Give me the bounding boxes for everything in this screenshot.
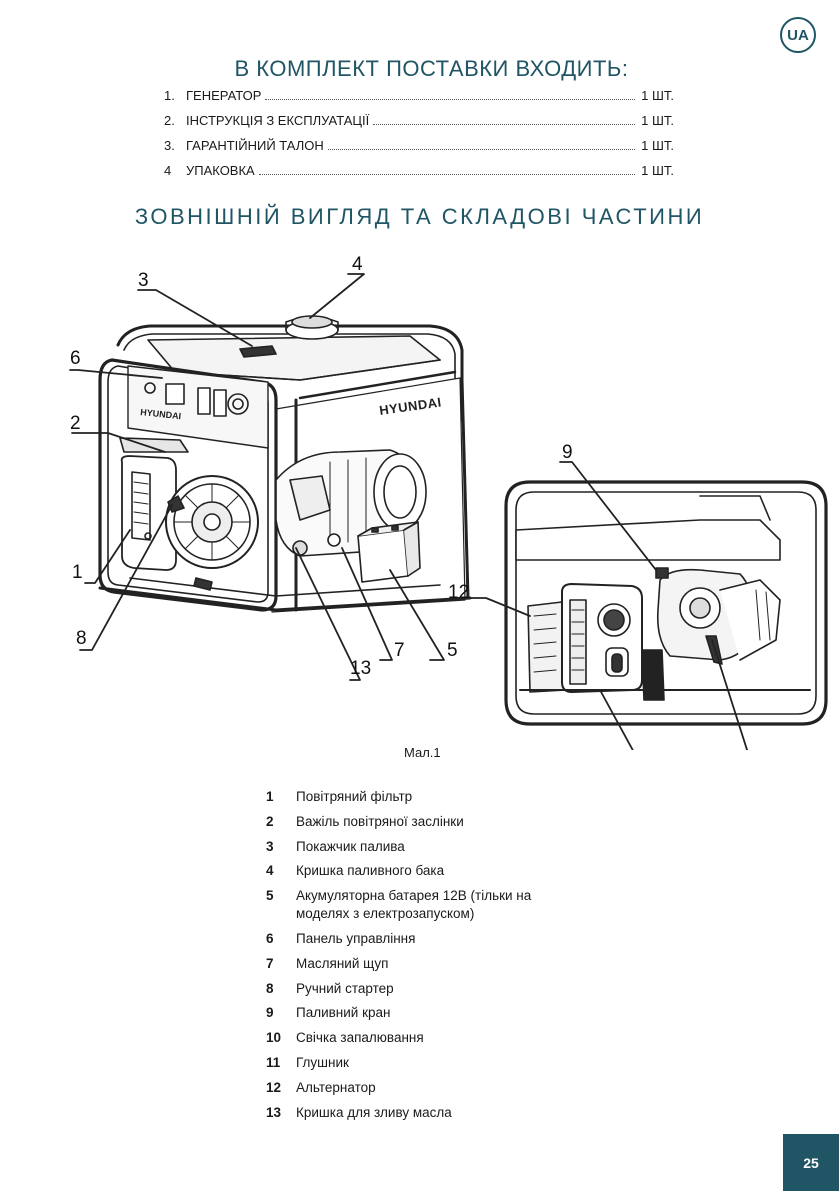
list-item: 4 УПАКОВКА 1 ШТ. [164, 163, 674, 188]
legend-text: Акумуляторна батарея 12В (тільки на моде… [296, 888, 532, 922]
legend-number: 3 [266, 838, 274, 854]
fuel-cap [285, 315, 339, 340]
list-item: 11 Глушник [266, 1054, 586, 1072]
item-name: УПАКОВКА [186, 163, 255, 178]
air-filter [120, 455, 177, 571]
legend-text: Паливний кран [296, 1005, 391, 1021]
legend-text: Покажчик палива [296, 838, 405, 854]
legend-text: Ручний стартер [296, 980, 394, 996]
callout-13: 13 [350, 658, 371, 679]
legend-text: Масляний щуп [296, 955, 389, 971]
list-item: 2. ІНСТРУКЦІЯ З ЕКСПЛУАТАЦІЇ 1 ШТ. [164, 113, 674, 138]
legend-number: 8 [266, 980, 274, 996]
callout-4: 4 [352, 254, 363, 275]
list-item: 1 Повітряний фільтр [266, 788, 586, 806]
dot-leader [265, 98, 636, 100]
item-number: 4 [164, 163, 172, 178]
legend-number: 4 [266, 863, 274, 879]
legend-text: Повітряний фільтр [296, 789, 413, 804]
legend-number: 7 [266, 955, 274, 971]
legend-number: 5 [266, 888, 274, 904]
list-item: 13 Кришка для зливу масла [266, 1104, 586, 1122]
battery [357, 521, 421, 583]
item-number: 2. [164, 113, 175, 128]
item-name: ГЕНЕРАТОР [186, 88, 262, 103]
legend-number: 11 [266, 1054, 281, 1070]
alternator [527, 601, 567, 693]
section-title: ЗОВНІШНІЙ ВИГЛЯД ТА СКЛАДОВІ ЧАСТИНИ [134, 204, 705, 229]
parts-legend: 1 Повітряний фільтр 2 Важіль повітряної за… [266, 788, 586, 1128]
legend-number: 1 [266, 789, 274, 804]
callout-3: 3 [138, 270, 149, 291]
callout-5: 5 [447, 640, 458, 661]
legend-text: Глушник [296, 1054, 349, 1070]
legend-text: Важіль повітряної заслінки [296, 813, 464, 829]
list-item: 2 Важіль повітряної заслінки [266, 813, 586, 831]
legend-text: Кришка паливного бака [296, 863, 445, 879]
legend-number: 6 [266, 930, 274, 946]
list-item: 5 Акумуляторна батарея 12В (тільки на мод… [266, 887, 586, 923]
list-item: 3. ГАРАНТІЙНИЙ ТАЛОН 1 ШТ. [164, 138, 674, 163]
muffler [561, 583, 643, 693]
callout-8: 8 [76, 628, 87, 649]
legend-number: 2 [266, 813, 274, 829]
list-item: 4 Кришка паливного бака [266, 862, 586, 880]
item-quantity: 1 ШТ. [641, 163, 674, 178]
item-name: ІНСТРУКЦІЯ З ЕКСПЛУАТАЦІЇ [186, 113, 370, 128]
page-number: 25 [783, 1134, 839, 1191]
list-item: 1. ГЕНЕРАТОР 1 ШТ. [164, 88, 674, 113]
callout-2: 2 [70, 413, 81, 434]
dot-leader [373, 123, 636, 125]
legend-text: Свічка запалювання [296, 1030, 424, 1046]
list-item: 8 Ручний стартер [266, 980, 586, 998]
item-quantity: 1 ШТ. [641, 138, 674, 153]
callout-9: 9 [562, 442, 573, 463]
list-item: 7 Масляний щуп [266, 955, 586, 973]
control-panel: HYUNDAI [127, 365, 269, 449]
callout-7: 7 [394, 640, 405, 661]
item-quantity: 1 ШТ. [641, 113, 674, 128]
list-item: 3 Покажчик палива [266, 838, 586, 856]
generator-front-view: HYUNDAI HYUNDAI [98, 315, 472, 613]
panel-brand-label: HYUNDAI [140, 407, 182, 421]
list-item: 12 Альтернатор [266, 1079, 586, 1097]
list-item: 10 Свічка запалювання [266, 1029, 586, 1047]
callout-11-12-label: 12 [448, 582, 469, 603]
dot-leader [327, 148, 636, 150]
legend-number: 9 [266, 1005, 274, 1021]
item-name: ГАРАНТІЙНИЙ ТАЛОН [186, 138, 324, 153]
legend-text: Кришка для зливу масла [296, 1104, 452, 1120]
item-number: 1. [164, 88, 175, 103]
item-quantity: 1 ШТ. [641, 88, 674, 103]
delivery-title: В КОМПЛЕКТ ПОСТАВКИ ВХОДИТЬ: [234, 56, 629, 81]
legend-text: Альтернатор [296, 1079, 376, 1095]
item-number: 3. [164, 138, 175, 153]
legend-number: 10 [266, 1030, 282, 1046]
callout-1: 1 [72, 562, 83, 583]
callout-6: 6 [70, 348, 81, 369]
list-item: 6 Панель управління [266, 930, 586, 948]
callout-leaders [69, 273, 749, 750]
legend-number: 12 [266, 1079, 282, 1095]
generator-illustration: HYUNDAI HYUNDAI [69, 254, 828, 750]
language-badge: UA [780, 17, 816, 53]
delivery-list: 1. ГЕНЕРАТОР 1 ШТ. 2. ІНСТРУКЦІЯ З ЕКСПЛ… [164, 88, 674, 188]
figure-caption: Мал.1 [404, 745, 441, 760]
fuel-gauge [239, 345, 277, 358]
legend-text: Панель управління [296, 930, 416, 946]
generator-rear-view [504, 480, 828, 726]
dot-leader [258, 173, 636, 175]
recoil-starter [165, 475, 259, 569]
list-item: 9 Паливний кран [266, 1004, 586, 1022]
legend-number: 13 [266, 1104, 282, 1120]
